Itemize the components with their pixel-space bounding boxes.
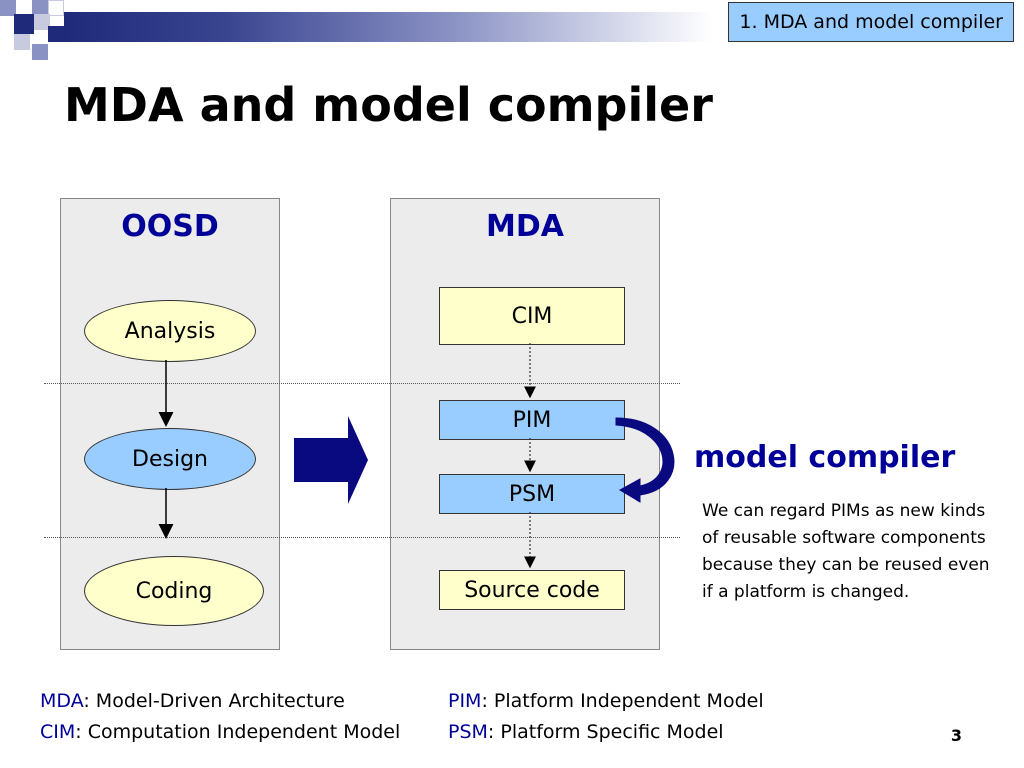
legend-text: : Model-Driven Architecture [83,690,345,712]
decor-square [34,14,50,30]
description-text: We can regard PIMs as new kinds of reusa… [702,501,990,602]
legend-key: CIM [40,721,76,743]
legend-key: PSM [448,721,488,743]
decor-square [48,26,64,42]
legend-item-cim: CIM: Computation Independent Model [40,721,400,743]
model-compiler-label: model compiler [694,440,956,475]
slide-title: MDA and model compiler [64,78,713,132]
decor-square [14,34,30,50]
oosd-step-analysis: Analysis [84,300,256,362]
decor-square [32,44,48,60]
oosd-step-design: Design [84,428,256,490]
decor-square [0,0,16,16]
decor-square [16,0,32,16]
legend-text: : Computation Independent Model [75,721,401,743]
mda-step-psm: PSM [439,474,625,514]
legend-item-mda: MDA: Model-Driven Architecture [40,690,345,712]
mda-title: MDA [486,209,564,244]
mda-step-cim: CIM [439,287,625,345]
separator-line [44,537,680,538]
legend-key: PIM [448,690,482,712]
legend-key: MDA [40,690,84,712]
decor-square [32,0,48,16]
model-compiler-arrow [615,417,675,503]
oosd-title: OOSD [121,209,219,244]
legend-text: : Platform Independent Model [481,690,764,712]
mda-step-pim: PIM [439,400,625,440]
legend-item-psm: PSM: Platform Specific Model [448,721,724,743]
legend-item-pim: PIM: Platform Independent Model [448,690,764,712]
page-number: 3 [950,726,962,745]
big-transition-arrow [294,416,368,504]
decor-square [48,0,64,16]
oosd-step-coding: Coding [84,556,264,626]
chapter-label: 1. MDA and model compiler [728,2,1014,42]
header-gradient-bar [64,12,712,42]
legend-text: : Platform Specific Model [487,721,724,743]
decor-square [14,14,34,34]
separator-line [44,383,680,384]
mda-step-source-code: Source code [439,570,625,610]
